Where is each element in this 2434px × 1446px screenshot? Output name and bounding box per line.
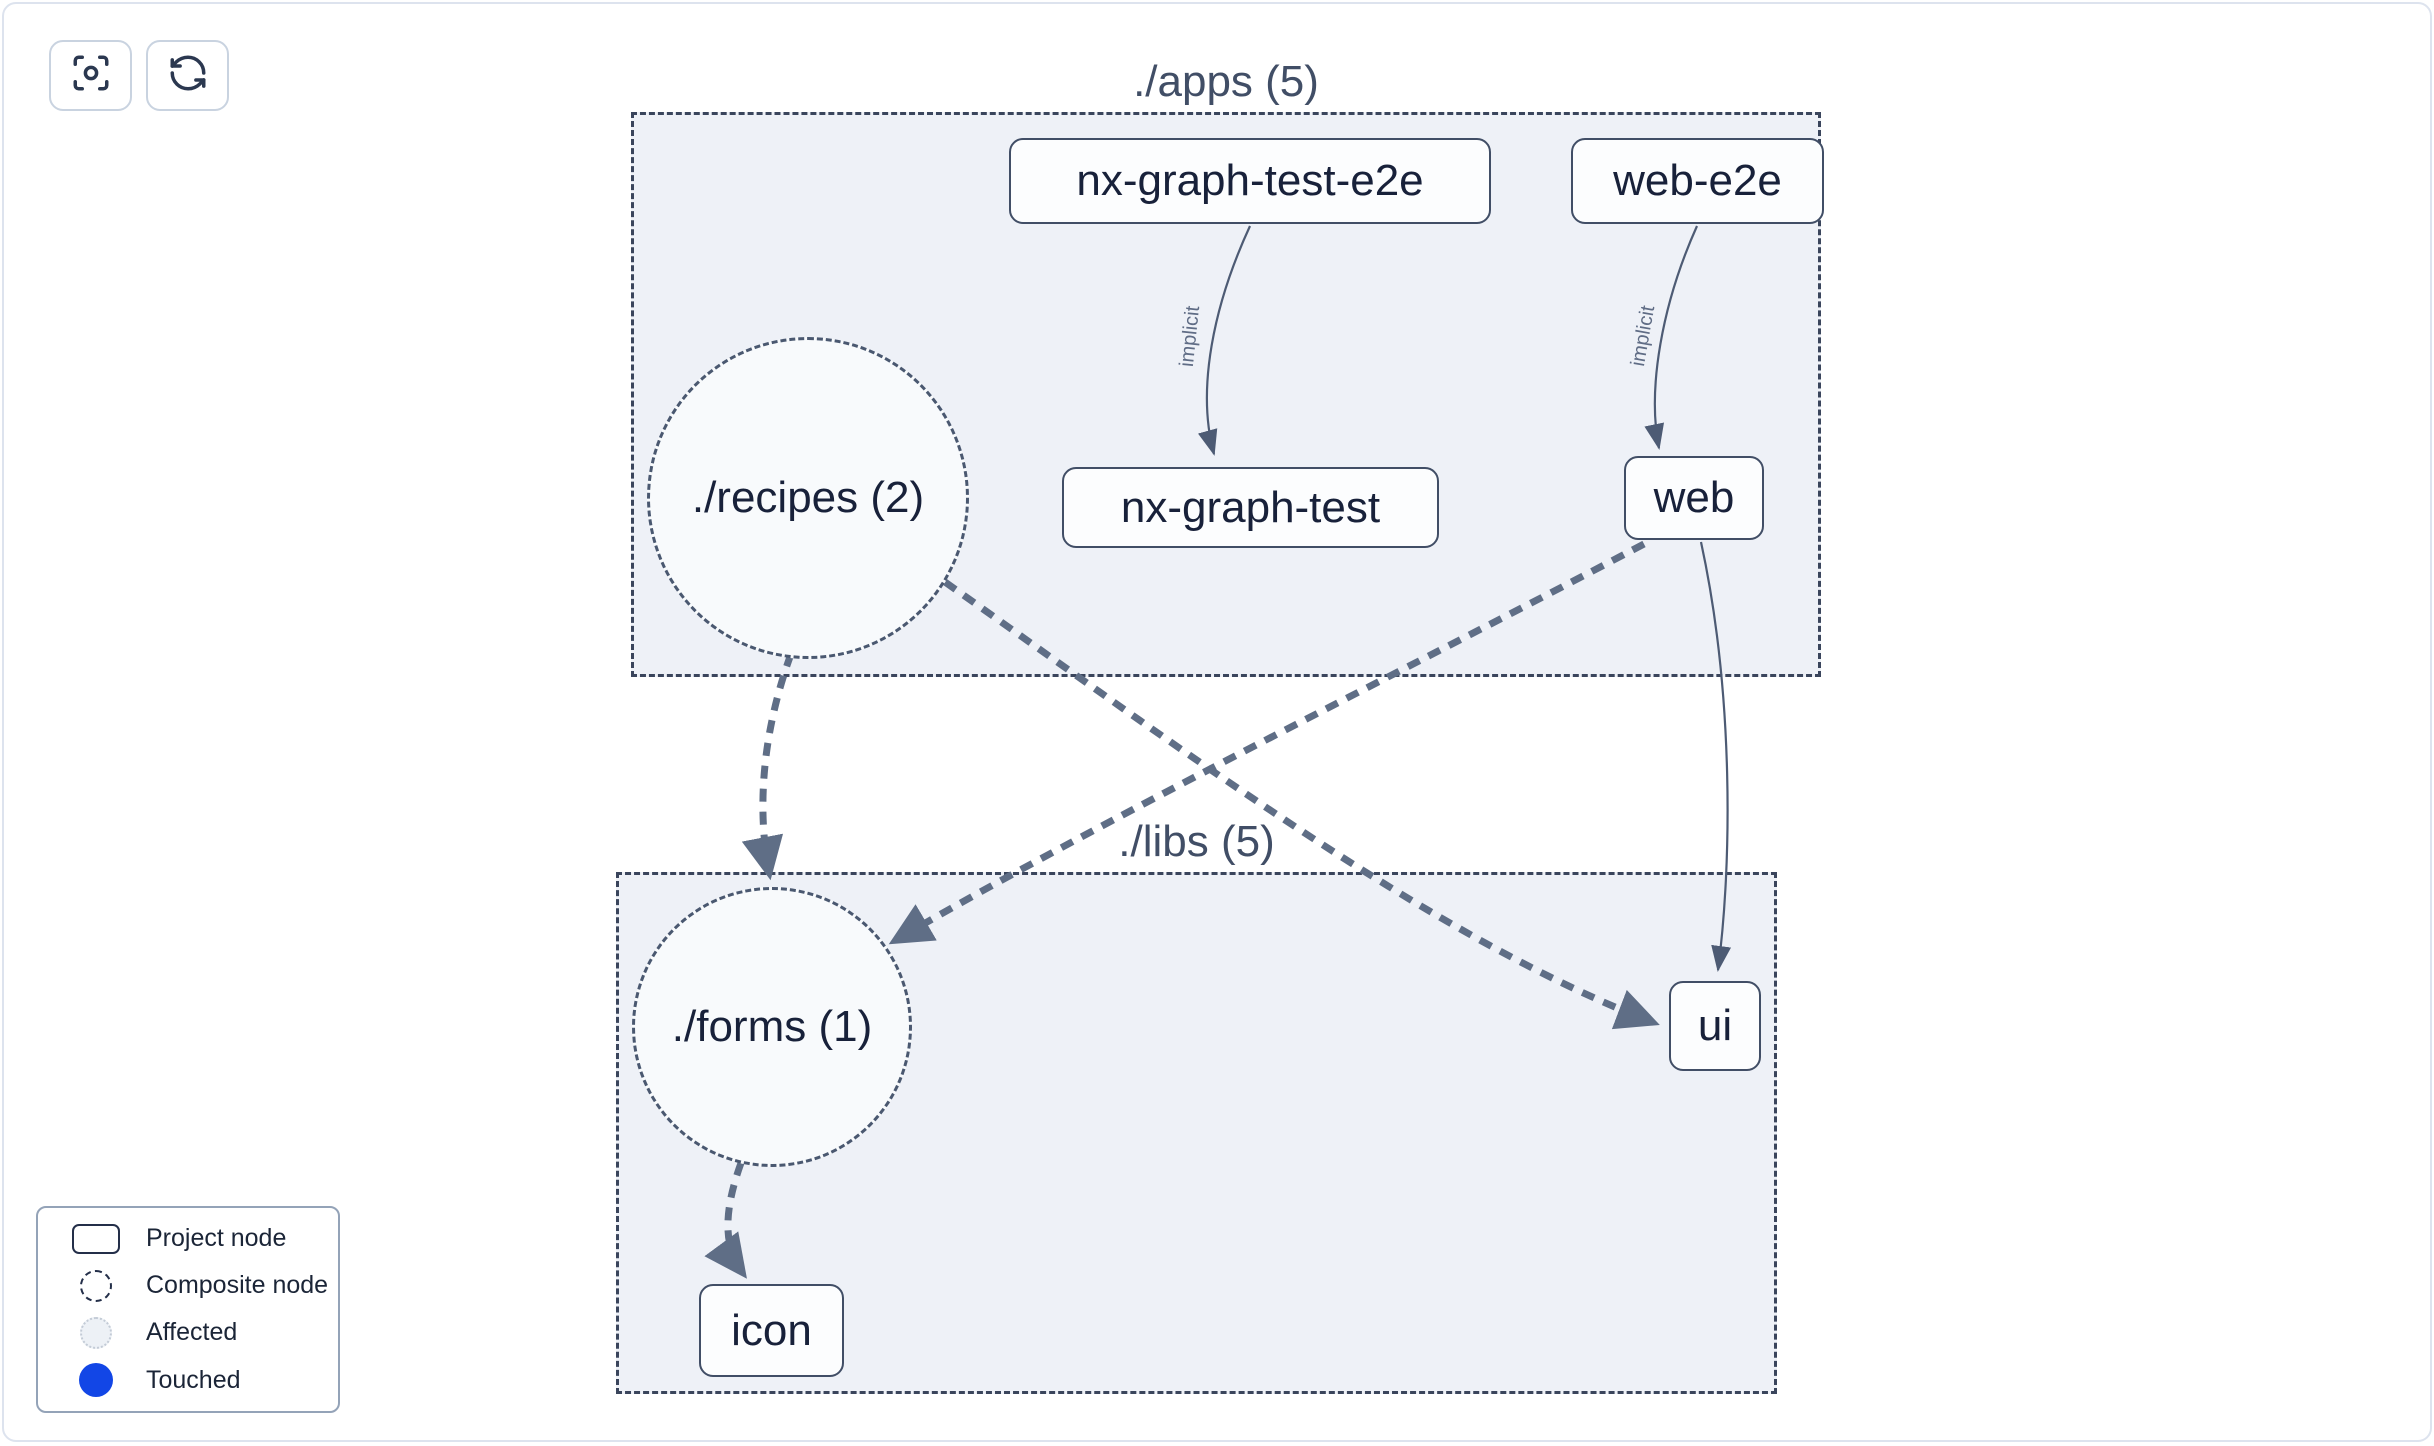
refresh-icon — [167, 52, 209, 99]
composite-node-recipes[interactable]: ./recipes (2) — [647, 337, 969, 659]
node-web[interactable]: web — [1624, 456, 1764, 540]
legend-row-project-node: Project node — [72, 1222, 338, 1255]
node-icon[interactable]: icon — [699, 1284, 844, 1377]
center-graph-button[interactable] — [49, 40, 132, 111]
legend-row-composite-node: Composite node — [72, 1269, 338, 1302]
toolbar — [49, 40, 229, 111]
legend-label-affected: Affected — [146, 1318, 238, 1346]
legend-label-project-node: Project node — [146, 1224, 287, 1252]
focus-icon — [70, 52, 112, 99]
refresh-button[interactable] — [146, 40, 229, 111]
legend-label-touched: Touched — [146, 1365, 241, 1394]
node-web-e2e[interactable]: web-e2e — [1571, 138, 1824, 224]
legend: Project node Composite node Affected Tou… — [36, 1206, 340, 1413]
node-nx-graph-test[interactable]: nx-graph-test — [1062, 467, 1439, 548]
legend-row-touched: Touched — [72, 1363, 338, 1397]
legend-label-composite-node: Composite node — [146, 1271, 329, 1299]
composite-node-forms[interactable]: ./forms (1) — [632, 887, 912, 1167]
group-libs-label: ./libs (5) — [1118, 817, 1275, 866]
project-node-swatch — [72, 1223, 120, 1254]
node-ui[interactable]: ui — [1669, 981, 1761, 1071]
touched-swatch — [79, 1363, 113, 1397]
node-nx-graph-test-e2e[interactable]: nx-graph-test-e2e — [1009, 138, 1491, 224]
composite-node-swatch — [80, 1269, 112, 1302]
legend-row-affected: Affected — [72, 1316, 338, 1349]
group-apps-label: ./apps (5) — [1133, 57, 1319, 106]
affected-swatch — [80, 1316, 112, 1349]
